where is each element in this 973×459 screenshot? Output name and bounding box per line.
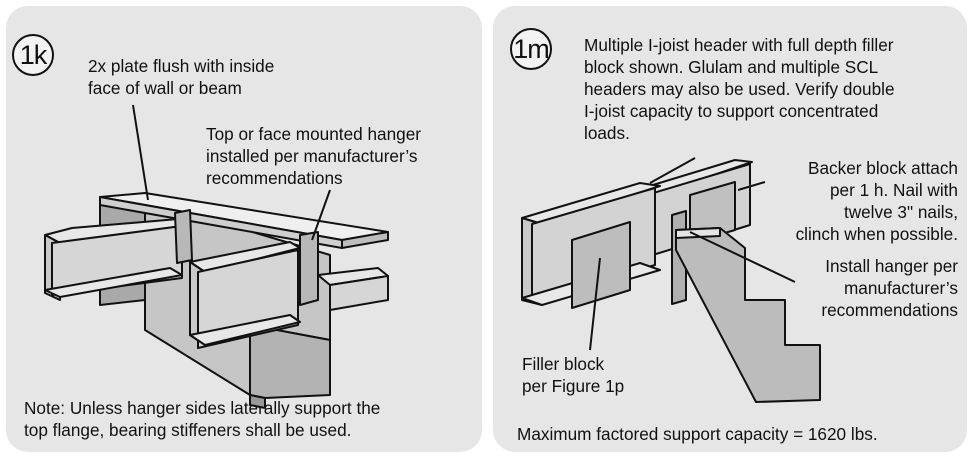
- badge-1m: 1m: [510, 28, 552, 70]
- callout-backer-block: Backer block attach per 1 h. Nail with t…: [795, 158, 958, 244]
- note-stiffeners: Note: Unless hanger sides laterally supp…: [24, 398, 381, 440]
- callout-plate: 2x plate flush with inside face of wall …: [88, 56, 275, 98]
- callout-filler-block: Filler block per Figure 1p: [522, 354, 625, 396]
- callout-install-hanger: Install hanger per manufacturer’s recomm…: [821, 256, 958, 320]
- header-description: Multiple I-joist header with full depth …: [584, 35, 895, 143]
- callout-hanger: Top or face mounted hanger installed per…: [206, 124, 421, 188]
- badge-1k: 1k: [12, 34, 54, 76]
- capacity-note: Maximum factored support capacity = 1620…: [517, 424, 878, 444]
